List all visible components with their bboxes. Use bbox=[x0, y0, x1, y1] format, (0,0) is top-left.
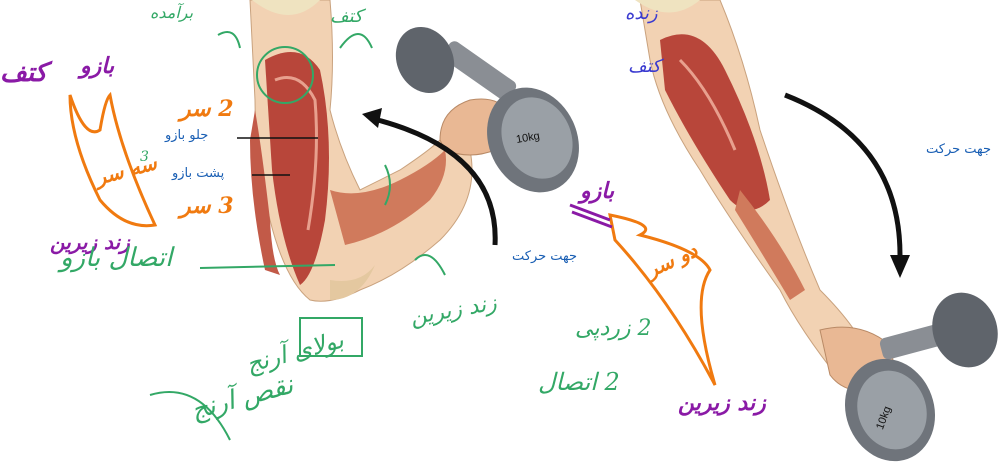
direction-arrow-right bbox=[785, 95, 900, 255]
right-arm bbox=[635, 0, 893, 391]
hw-two-heads: 2 سر bbox=[180, 98, 234, 120]
hw-shoulder: کتف bbox=[0, 60, 47, 86]
orange-muscle-sketch-right bbox=[610, 215, 715, 385]
hw-two-joints: 2 زردپی bbox=[575, 318, 652, 340]
label-triceps: پشت بازو bbox=[172, 167, 224, 180]
hw-shoulder-top: کتف bbox=[330, 8, 363, 26]
hw-arm: بازو bbox=[80, 55, 114, 77]
hw-top-knob: برآمده bbox=[150, 5, 193, 21]
hw-blue-top: زنده bbox=[625, 5, 658, 23]
right-dumbbell bbox=[831, 283, 1008, 470]
hw-right-forearm: زند زیرین bbox=[678, 392, 766, 414]
label-biceps: جلو بازو bbox=[165, 129, 208, 142]
hw-two-attach: 2 اتصال bbox=[538, 370, 620, 394]
label-direction-left: جهت حرکت bbox=[512, 250, 577, 263]
label-direction-right: جهت حرکت bbox=[926, 143, 991, 156]
left-arm bbox=[250, 0, 511, 301]
hw-three-heads: 3 سر bbox=[180, 195, 234, 217]
hw-arm-attach: اتصال بازو bbox=[60, 245, 172, 271]
hw-small-two-three: 3 bbox=[140, 150, 149, 164]
hw-right-arm: بازو bbox=[580, 180, 614, 202]
hw-blue-shoulder: کتف bbox=[628, 58, 661, 76]
